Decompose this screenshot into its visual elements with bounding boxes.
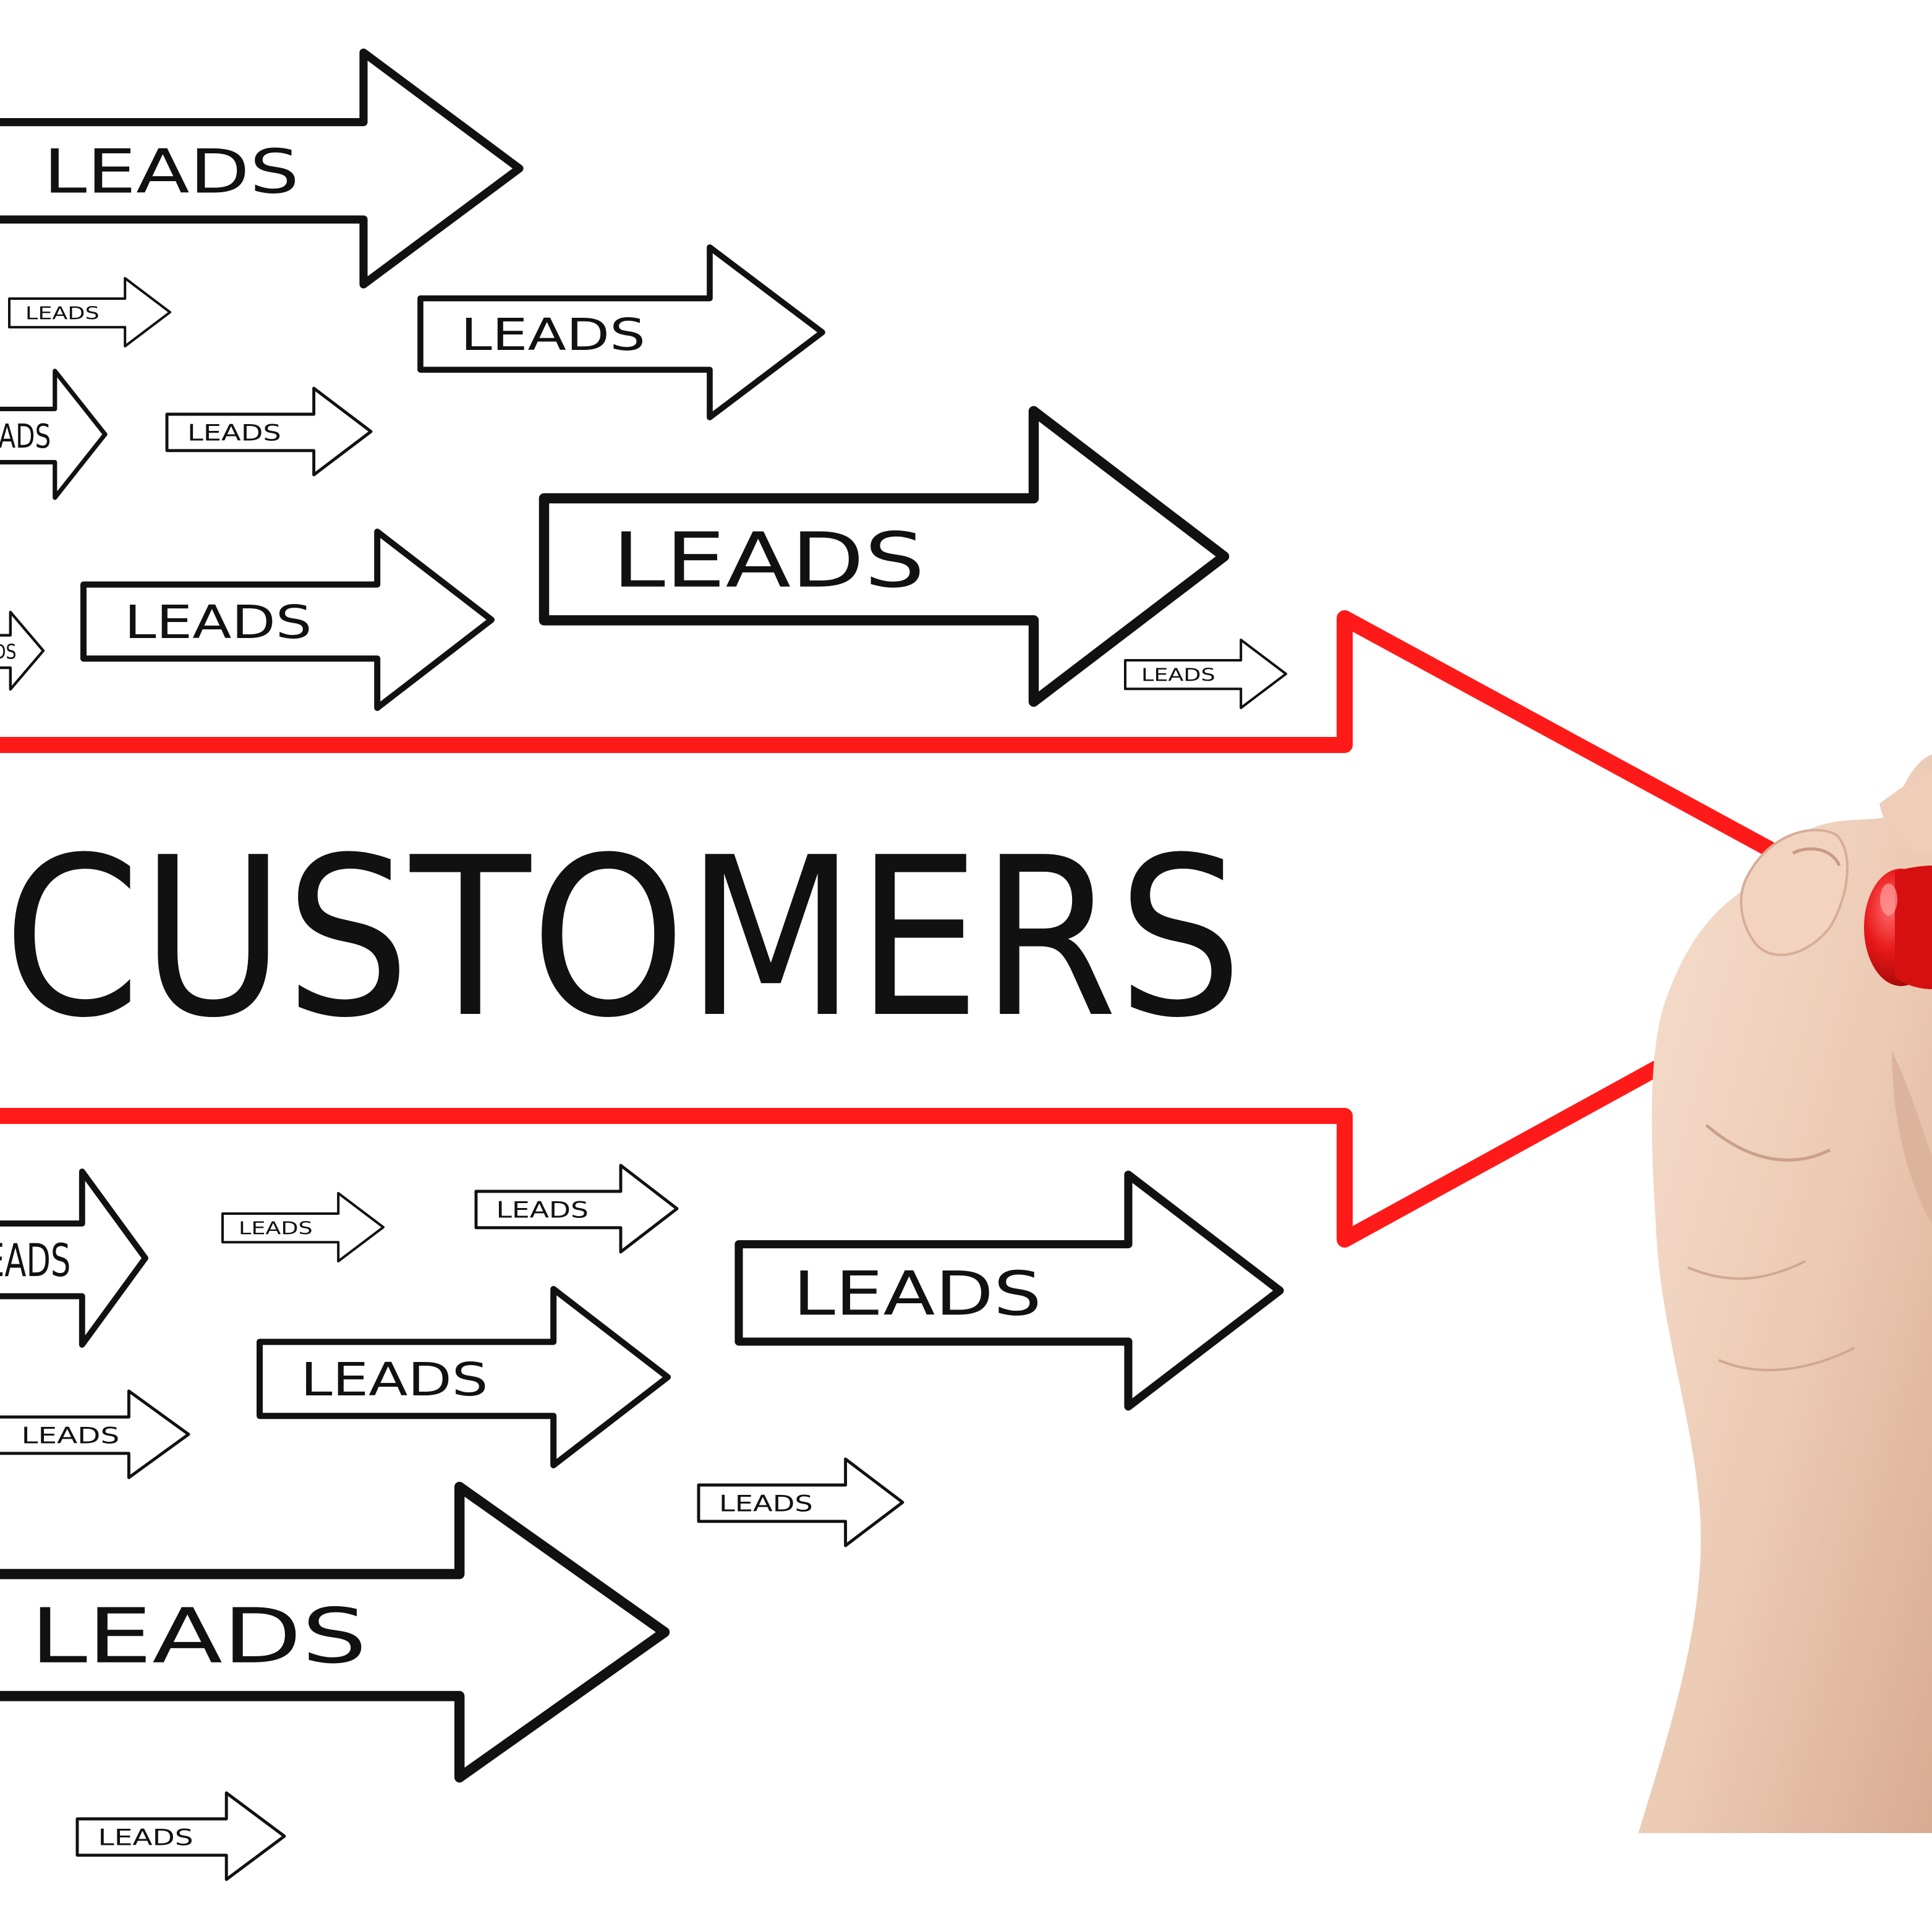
customers-label: CUSTOMERS [3,810,1243,1066]
leads-label: LEADS [22,1423,120,1449]
leads-label: LEADS [496,1197,589,1223]
leads-label: LEADS [612,516,925,605]
leads-label: LEADS [98,1824,194,1851]
leads-label: LEADS [0,417,51,456]
leads-label: LEADS [719,1491,813,1517]
leads-label: LEADS [239,1217,313,1238]
leads-label: LEADS [25,302,100,323]
leads-label: LEADS [300,1353,488,1406]
leads-label: LEADS [43,137,299,207]
leads-label: LEADS [124,595,312,649]
leads-label: LEADS [187,420,281,446]
leads-label: LEADS [0,1235,70,1287]
leads-label: LEADS [30,1592,367,1680]
leads-label: LEADS [461,309,645,360]
leads-label: LEADS [0,640,16,663]
leads-label: LEADS [793,1259,1042,1329]
leads-label: LEADS [1141,664,1215,685]
